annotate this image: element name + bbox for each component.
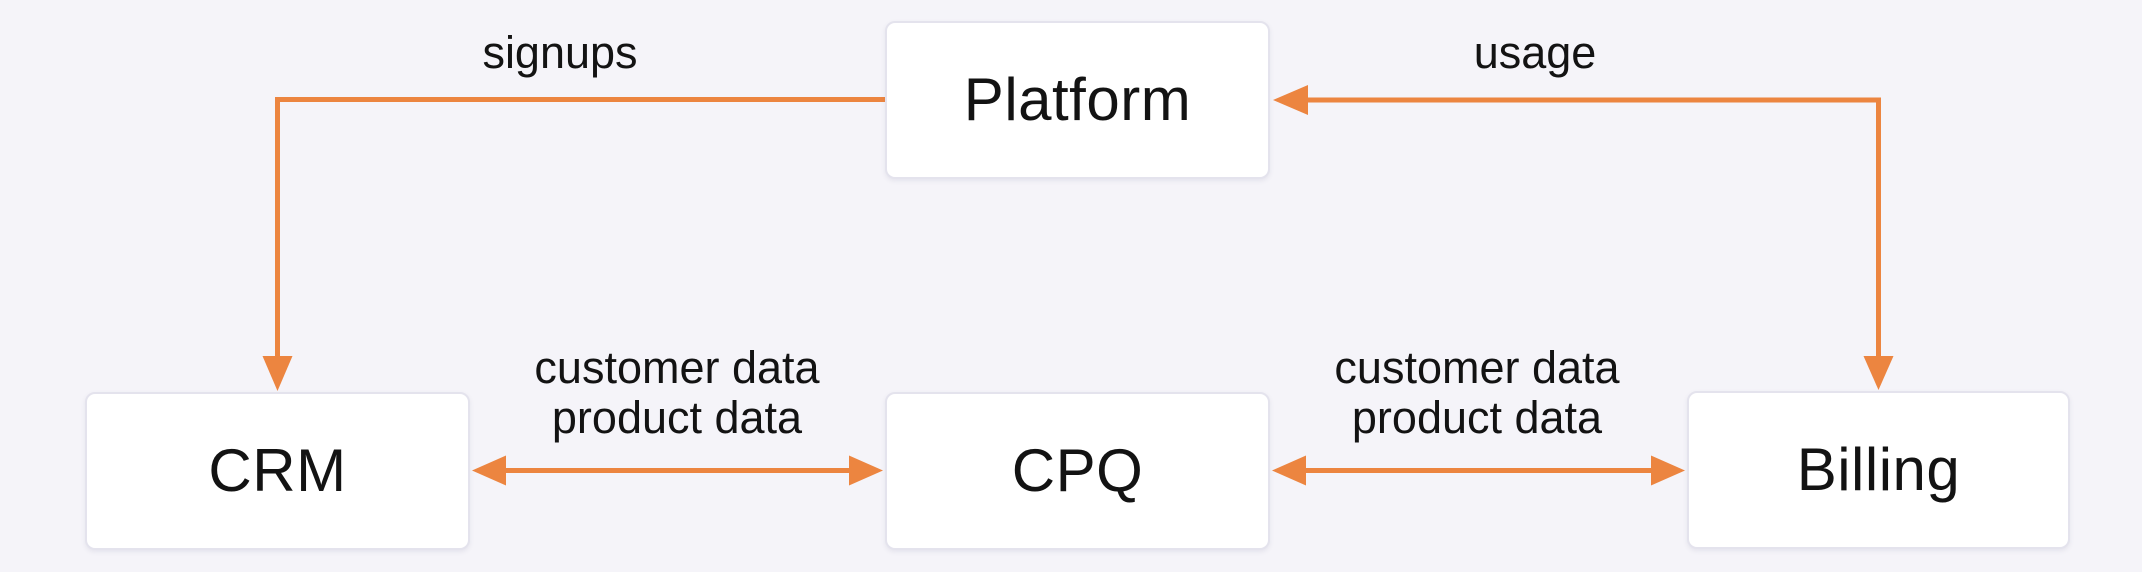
edge-label-crm-cpq: customer data product data	[512, 343, 842, 443]
edge-crm-cpq-arrowhead-left-icon	[472, 455, 506, 486]
edge-label-cpq-billing-line1: customer data	[1334, 342, 1620, 393]
node-crm: CRM	[85, 392, 470, 550]
edge-signups-arrowhead-down-icon	[262, 356, 293, 391]
edge-usage-line	[1306, 97, 1881, 356]
edge-usage-arrowhead-left-icon	[1273, 85, 1308, 115]
node-cpq: CPQ	[885, 392, 1270, 550]
node-platform: Platform	[885, 21, 1270, 179]
node-billing-label: Billing	[1796, 436, 1961, 503]
node-billing: Billing	[1687, 391, 2070, 549]
edge-crm-cpq	[472, 455, 883, 486]
edge-label-crm-cpq-line2: product data	[551, 392, 803, 443]
edge-label-signups: signups	[482, 27, 638, 78]
node-platform-label: Platform	[963, 66, 1192, 133]
edge-cpq-billing-arrowhead-left-icon	[1272, 455, 1306, 486]
edge-signups	[262, 97, 885, 391]
node-crm-label: CRM	[208, 437, 347, 504]
edge-cpq-billing	[1272, 455, 1685, 486]
edge-label-usage: usage	[1473, 27, 1597, 78]
edge-label-cpq-billing: customer data product data	[1312, 343, 1642, 443]
edge-usage	[1273, 85, 1894, 390]
edge-usage-arrowhead-down-icon	[1863, 356, 1894, 390]
edge-label-crm-cpq-line1: customer data	[534, 342, 820, 393]
edge-signups-line	[275, 97, 885, 358]
edge-cpq-billing-arrowhead-right-icon	[1651, 455, 1685, 486]
edge-label-cpq-billing-line2: product data	[1351, 392, 1603, 443]
node-cpq-label: CPQ	[1011, 437, 1144, 504]
edge-crm-cpq-arrowhead-right-icon	[849, 455, 883, 486]
